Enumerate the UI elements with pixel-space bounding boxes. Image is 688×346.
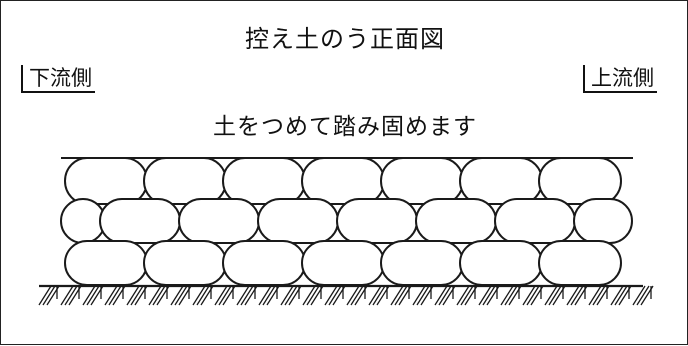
hatch-stroke xyxy=(438,285,452,306)
sandbag xyxy=(222,157,306,205)
hatch-stroke xyxy=(108,285,122,306)
sandbag xyxy=(178,198,260,244)
hatch-stroke xyxy=(504,285,518,306)
sandbag xyxy=(380,157,464,205)
hatch-stroke xyxy=(280,285,294,306)
sandbag-wall xyxy=(60,157,633,286)
ground-hatching xyxy=(38,285,654,306)
sandbag xyxy=(64,240,148,286)
downstream-label: 下流側 xyxy=(21,65,95,93)
sandbag xyxy=(459,157,543,205)
sandbag xyxy=(494,198,576,244)
hatch-stroke xyxy=(566,285,580,306)
sandbag xyxy=(459,240,543,286)
hatch-stroke xyxy=(456,285,470,306)
hatch-stroke xyxy=(192,285,206,306)
hatch-stroke xyxy=(306,285,320,306)
sandbag xyxy=(573,198,633,244)
hatch-stroke xyxy=(262,285,276,306)
hatch-stroke xyxy=(548,285,562,306)
hatch-stroke xyxy=(130,285,144,306)
hatch-stroke xyxy=(614,285,628,306)
hatch-stroke xyxy=(346,285,360,306)
hatch-stroke xyxy=(526,285,540,306)
hatch-stroke xyxy=(126,285,140,306)
hatch-stroke xyxy=(82,285,96,306)
sandbag xyxy=(257,198,339,244)
hatch-stroke xyxy=(372,285,386,306)
hatch-stroke xyxy=(284,285,298,306)
hatch-stroke xyxy=(412,285,426,306)
hatch-stroke xyxy=(86,285,100,306)
hatch-stroke xyxy=(368,285,382,306)
hatch-stroke xyxy=(478,285,492,306)
hatch-stroke xyxy=(522,285,536,306)
hatch-stroke xyxy=(588,285,602,306)
hatch-stroke xyxy=(592,285,606,306)
hatch-stroke xyxy=(170,285,184,306)
sandbag xyxy=(380,240,464,286)
sandbag xyxy=(60,198,106,244)
sandbag xyxy=(143,157,227,205)
sandbag xyxy=(301,157,385,205)
hatch-stroke xyxy=(416,285,430,306)
hatch-stroke xyxy=(104,285,118,306)
hatch-stroke xyxy=(258,285,272,306)
hatch-stroke xyxy=(394,285,408,306)
hatch-stroke xyxy=(240,285,254,306)
hatch-stroke xyxy=(544,285,558,306)
hatch-stroke xyxy=(42,285,56,306)
sandbag xyxy=(64,157,148,205)
hatch-stroke xyxy=(636,285,650,306)
hatch-stroke xyxy=(610,285,624,306)
hatch-stroke xyxy=(328,285,342,306)
hatch-stroke xyxy=(350,285,364,306)
hatch-stroke xyxy=(236,285,250,306)
fill-instruction: 土をつめて踏み固めます xyxy=(213,114,477,140)
sandbag xyxy=(301,240,385,286)
hatch-stroke xyxy=(482,285,496,306)
hatch-stroke xyxy=(218,285,232,306)
hatch-stroke xyxy=(38,285,52,306)
sandbag xyxy=(415,198,497,244)
sandbag xyxy=(99,198,181,244)
sandbag xyxy=(538,240,622,286)
hatch-stroke xyxy=(570,285,584,306)
upstream-label: 上流側 xyxy=(583,65,657,93)
sandbag xyxy=(222,240,306,286)
sandbag xyxy=(143,240,227,286)
sandbag xyxy=(336,198,418,244)
hatch-stroke xyxy=(148,285,162,306)
hatch-stroke xyxy=(152,285,166,306)
hatch-stroke xyxy=(390,285,404,306)
hatch-stroke xyxy=(324,285,338,306)
hatch-stroke xyxy=(174,285,188,306)
hatch-stroke xyxy=(500,285,514,306)
hatch-stroke xyxy=(214,285,228,306)
hatch-stroke xyxy=(460,285,474,306)
hatch-stroke xyxy=(302,285,316,306)
hatch-stroke xyxy=(64,285,78,306)
hatch-stroke xyxy=(632,285,646,306)
hatch-stroke xyxy=(434,285,448,306)
sandbag xyxy=(538,157,622,205)
figure-title: 控え土のう正面図 xyxy=(245,25,445,53)
hatch-stroke xyxy=(60,285,74,306)
hatch-stroke xyxy=(196,285,210,306)
